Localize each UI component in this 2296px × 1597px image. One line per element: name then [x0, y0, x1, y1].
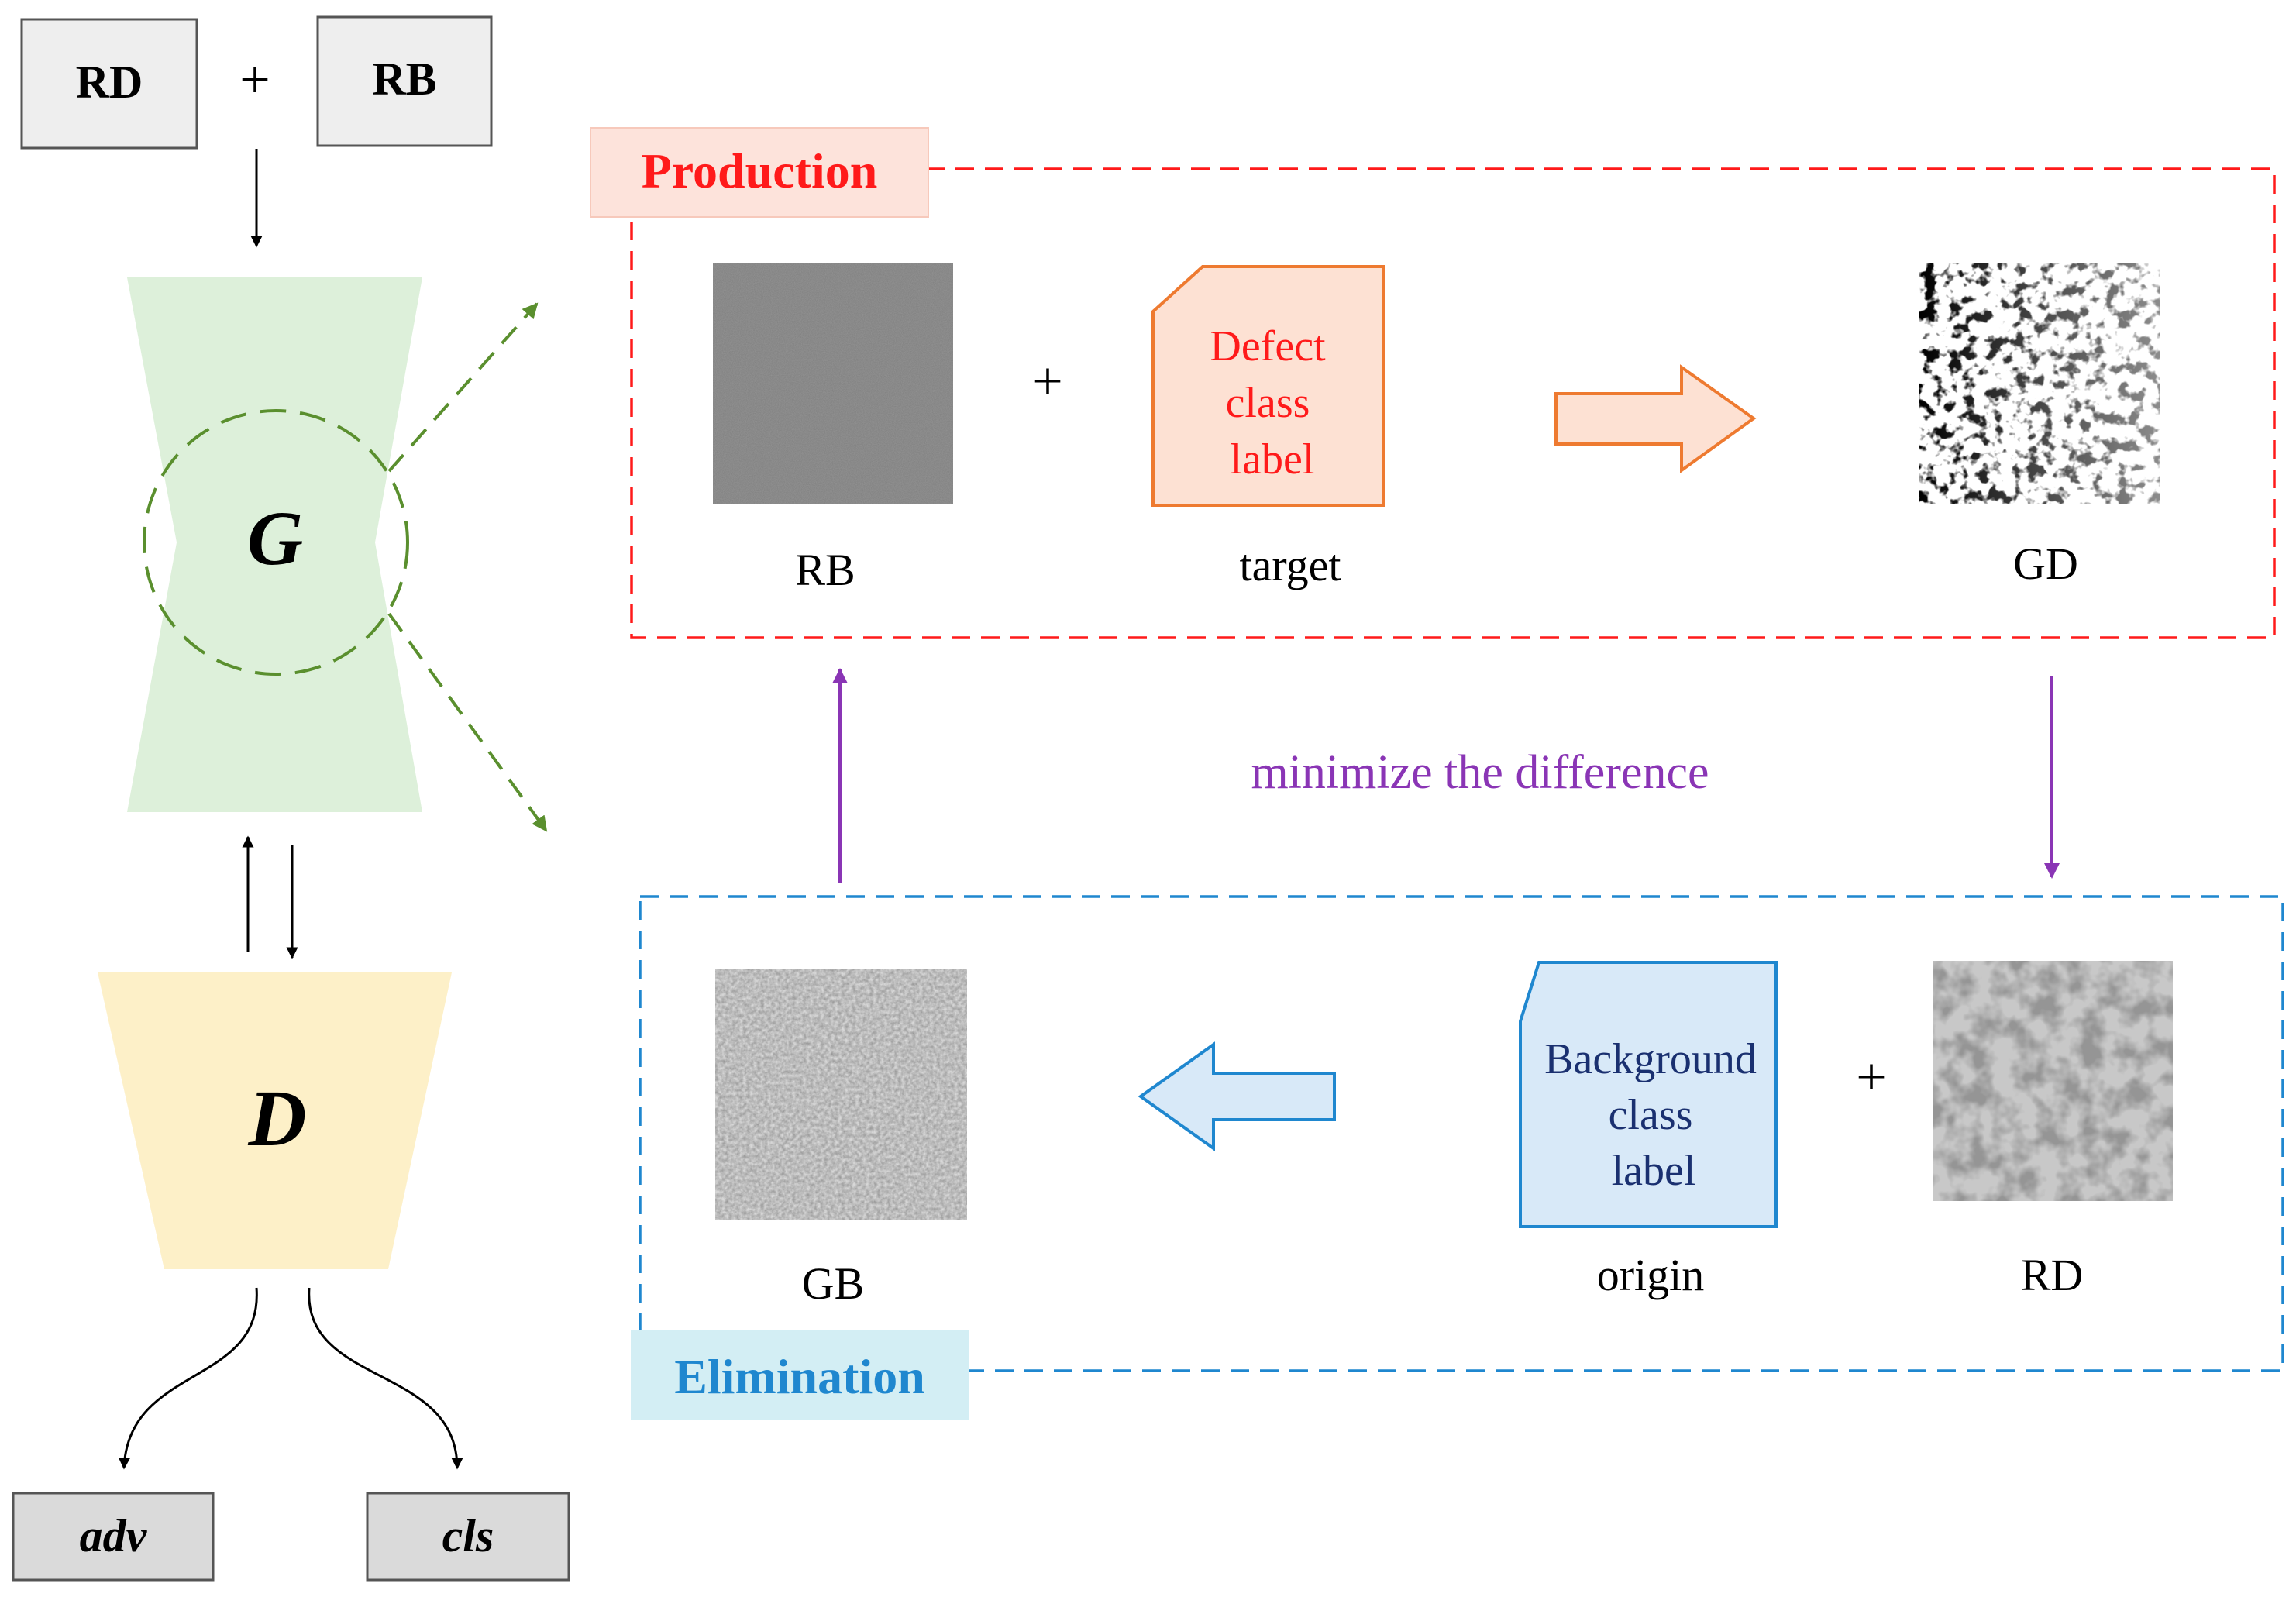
- adv-branch-arrow: [119, 1287, 258, 1470]
- production-forward-arrow: [1554, 364, 1757, 473]
- origin-caption: origin: [1597, 1250, 1705, 1300]
- input-rb-label: RB: [372, 53, 436, 105]
- input-plus: +: [239, 50, 270, 110]
- adv-label: adv: [80, 1510, 148, 1561]
- background-card-line-2: class: [1609, 1091, 1693, 1139]
- discriminator-label: D: [247, 1074, 306, 1163]
- cls-branch-arrow: [308, 1287, 463, 1470]
- production-plus: +: [1032, 352, 1062, 411]
- defect-card-line-2: class: [1226, 379, 1310, 427]
- adv-output-box: adv: [12, 1492, 215, 1582]
- generator-block: G: [127, 277, 422, 812]
- gd-texture-image: [1919, 263, 2160, 504]
- gb-texture-image: [715, 969, 967, 1220]
- input-rd-box: RD: [20, 18, 198, 150]
- elimination-backward-arrow: [1138, 1041, 1336, 1151]
- target-caption: target: [1240, 540, 1341, 590]
- rd-texture-image: [1933, 961, 2173, 1201]
- production-title-tab: Production: [590, 127, 929, 218]
- defect-card-line-1: Defect: [1210, 322, 1326, 370]
- zoom-to-elimination-arrow: [387, 612, 548, 832]
- elimination-title: Elimination: [674, 1349, 925, 1404]
- cls-label: cls: [442, 1510, 494, 1561]
- rd-caption: RD: [2021, 1250, 2084, 1300]
- rb-caption: RB: [795, 545, 855, 595]
- production-panel-border: [630, 167, 2276, 639]
- defect-class-label-card: Defect class label: [1151, 265, 1385, 507]
- generator-label: G: [247, 495, 303, 581]
- defect-card-line-3: label: [1231, 435, 1315, 484]
- gb-caption: GB: [802, 1258, 865, 1309]
- background-card-line-1: Background: [1544, 1035, 1757, 1083]
- elimination-plus: +: [1856, 1048, 1886, 1107]
- gd-caption: GD: [2013, 539, 2078, 589]
- production-title: Production: [642, 143, 878, 198]
- generator-focus-circle: [143, 409, 409, 676]
- zoom-to-production-arrow: [387, 302, 539, 473]
- elimination-title-tab: Elimination: [631, 1330, 969, 1420]
- background-class-label-card: Background class label: [1519, 961, 1778, 1228]
- discriminator-block: D: [98, 972, 452, 1269]
- cls-output-box: cls: [366, 1492, 570, 1582]
- minimize-difference-text: minimize the difference: [1251, 746, 1709, 799]
- background-card-line-3: label: [1612, 1147, 1696, 1195]
- input-rb-box: RB: [316, 15, 493, 147]
- input-rd-label: RD: [76, 57, 143, 108]
- rb-texture-image: [713, 263, 953, 504]
